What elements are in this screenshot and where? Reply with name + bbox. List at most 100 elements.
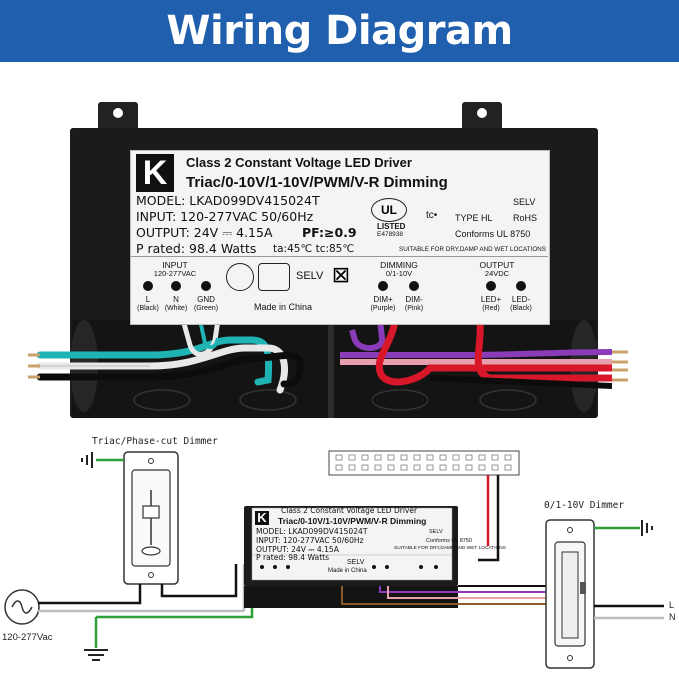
led-chip xyxy=(400,454,408,461)
driver-label xyxy=(130,150,550,325)
led-chip xyxy=(439,454,447,461)
selv-top: SELV xyxy=(513,197,536,207)
terminal-dot xyxy=(143,281,153,291)
output-section-title: OUTPUT xyxy=(479,260,515,270)
terminal-name: DIM+ xyxy=(373,295,393,304)
title-banner xyxy=(0,0,679,62)
terminal-name: DIM- xyxy=(405,295,423,304)
led-chip xyxy=(452,454,460,461)
led-chip xyxy=(374,464,382,471)
led-chip xyxy=(478,454,486,461)
led-chip xyxy=(400,464,408,471)
terminal-dot xyxy=(201,281,211,291)
double-insulation-icon xyxy=(226,263,254,291)
led-chip xyxy=(439,464,447,471)
input-section-title: INPUT xyxy=(162,260,188,270)
label-divider xyxy=(131,256,548,257)
label-model: MODEL: LKAD099DV415024T xyxy=(136,193,320,208)
small-label-model: MODEL: LKAD099DV415024T xyxy=(256,527,368,536)
led-chip xyxy=(374,454,382,461)
volt-dimmer-label: 0/1-10V Dimmer xyxy=(544,500,625,511)
made-in-china: Made in China xyxy=(254,302,313,312)
page-title: Wiring Diagram xyxy=(166,8,513,54)
input-voltage: 120-277VAC xyxy=(153,269,197,278)
terminal-wire-color: (Black) xyxy=(510,305,532,312)
small-selv-mid: SELV xyxy=(347,559,365,566)
small-label-line1: Class 2 Constant Voltage LED Driver xyxy=(281,506,418,515)
led-chip xyxy=(387,454,395,461)
terminal-name: LED+ xyxy=(480,295,502,304)
led-chip xyxy=(452,464,460,471)
terminal-name: LED- xyxy=(511,295,531,304)
small-suitable: SUITABLE FOR DRY,DAMP AND WET LOCATIONS xyxy=(394,546,506,551)
led-chip xyxy=(413,454,421,461)
terminal-wire-color: (Pink) xyxy=(404,305,424,312)
conforms-ul: Conforms UL 8750 xyxy=(455,229,531,239)
ul-file-number: E478938 xyxy=(377,231,404,238)
led-chip xyxy=(348,464,356,471)
svg-text:K: K xyxy=(257,510,267,525)
led-chip xyxy=(413,464,421,471)
small-selv: SELV xyxy=(429,529,443,535)
led-chip xyxy=(465,464,473,471)
led-chip xyxy=(348,454,356,461)
led-chip xyxy=(335,464,343,471)
led-chip xyxy=(426,454,434,461)
rohs: RoHS xyxy=(513,213,538,223)
type-hl: TYPE HL xyxy=(455,213,493,223)
terminal-wire-color: (White) xyxy=(164,305,188,312)
terminal-name: GND xyxy=(197,295,215,304)
label-input: INPUT: 120-277VAC 50/60Hz xyxy=(136,209,314,224)
led-chip xyxy=(426,464,434,471)
led-chip xyxy=(361,464,369,471)
terminal-dot xyxy=(409,281,419,291)
indoor-use-icon xyxy=(258,263,290,291)
label-temps: ta:45℃ tc:85℃ xyxy=(273,243,355,255)
weee-bin-icon: ⊠ xyxy=(331,262,351,287)
led-chip xyxy=(478,464,486,471)
line-n-label: N xyxy=(669,612,676,622)
led-chip xyxy=(335,454,343,461)
ul-mark-icon: UL xyxy=(371,198,407,222)
terminal-dot xyxy=(486,281,496,291)
label-rated: P rated: 98.4 Watts xyxy=(136,241,257,256)
terminal-wire-color: (Red) xyxy=(482,305,500,312)
terminal-wire-color: (Black) xyxy=(137,305,159,312)
led-chip xyxy=(504,454,512,461)
small-conforms: Conforms UL 8750 xyxy=(426,538,472,544)
label-line2: Triac/0-10V/1-10V/PWM/V-R Dimming xyxy=(186,174,448,191)
terminal-dot xyxy=(516,281,526,291)
led-chip xyxy=(491,454,499,461)
led-chip xyxy=(387,464,395,471)
small-made-in: Made in China xyxy=(328,568,367,574)
terminal-wire-color: (Purple) xyxy=(370,305,396,312)
label-line1: Class 2 Constant Voltage LED Driver xyxy=(186,155,412,170)
terminal-wire-color: (Green) xyxy=(193,305,219,312)
small-label-line2: Triac/0-10V/1-10V/PWM/V-R Dimming xyxy=(278,516,427,526)
small-label-rated: P rated: 98.4 Watts xyxy=(256,553,330,562)
dimming-section-title: DIMMING xyxy=(380,260,418,270)
tc-mark: tc• xyxy=(426,210,438,221)
dimming-range: 0/1-10V xyxy=(385,269,413,278)
led-chip xyxy=(465,454,473,461)
line-l-label: L xyxy=(669,600,675,610)
selv-mid: SELV xyxy=(296,270,324,282)
ul-listed: LISTED xyxy=(377,222,406,231)
terminal-dot xyxy=(171,281,181,291)
suitable-locations: SUITABLE FOR DRY,DAMP AND WET LOCATIONS xyxy=(399,246,546,253)
small-label-input: INPUT: 120-277VAC 50/60Hz xyxy=(256,536,364,545)
terminal-dot xyxy=(378,281,388,291)
led-chip xyxy=(361,454,369,461)
brand-logo: K xyxy=(136,154,174,192)
small-label-output: OUTPUT: 24V ⎓ 4.15A xyxy=(256,545,339,554)
output-voltage: 24VDC xyxy=(484,269,510,278)
terminal-name: N xyxy=(173,295,179,304)
led-chip xyxy=(504,464,512,471)
triac-dimmer-label: Triac/Phase-cut Dimmer xyxy=(92,436,218,447)
led-chip xyxy=(491,464,499,471)
source-voltage-label: 120-277Vac xyxy=(2,632,53,643)
label-pf: PF:≥0.9 xyxy=(302,225,357,240)
label-output: OUTPUT: 24V ⎓ 4.15A xyxy=(136,225,273,240)
terminal-name: L xyxy=(145,295,151,304)
